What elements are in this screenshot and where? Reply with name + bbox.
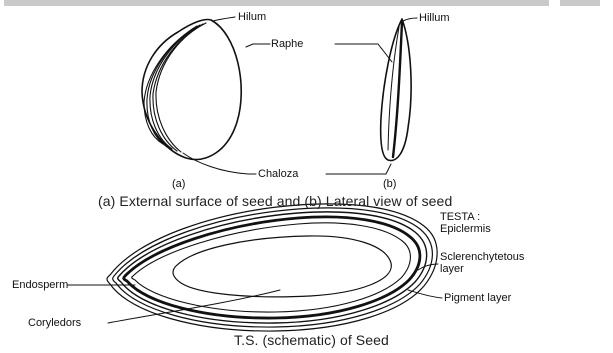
label-hillum: Hillum: [419, 12, 450, 24]
chaloza-leader-b: [326, 164, 391, 174]
label-testa: TESTA :: [440, 211, 480, 223]
hillum-leader: [403, 18, 417, 21]
seed-cross-section: [68, 204, 442, 331]
caption-bottom: T.S. (schematic) of Seed: [234, 332, 389, 348]
seed-external-surface: [142, 17, 270, 174]
hilum-leader: [213, 17, 235, 21]
label-raphe: Raphe: [271, 38, 303, 50]
cotyledon: [173, 236, 391, 297]
testa-layer-3: [118, 212, 427, 323]
raphe-leader-b: [335, 44, 392, 62]
raphe-leader-a: [246, 44, 270, 47]
label-hilum: Hilum: [238, 11, 266, 23]
label-cotyledons: Coryledors: [28, 317, 81, 329]
raphe-ridge: [153, 24, 203, 151]
label-panel-b: (b): [383, 178, 396, 190]
label-endosperm: Endosperm: [12, 279, 68, 291]
label-epidermis: Epiclermis: [440, 223, 491, 235]
seed-b-ridge: [393, 22, 402, 157]
seed-b-ridge-2: [388, 27, 399, 150]
testa-layer-2: [113, 208, 433, 327]
label-panel-a: (a): [172, 178, 185, 190]
label-pigment-layer: Pigment layer: [444, 292, 511, 304]
pigment-layer-ring: [124, 217, 420, 318]
label-sclerenchyma-layer: layer: [440, 263, 464, 275]
label-chaloza: Chaloza: [258, 168, 298, 180]
caption-top: (a) External surface of seed and (b) Lat…: [98, 193, 452, 209]
chaloza-leader: [183, 153, 256, 174]
seed-lateral-view: [326, 18, 417, 174]
label-sclerenchyma: Sclerenchytetous: [440, 251, 524, 263]
